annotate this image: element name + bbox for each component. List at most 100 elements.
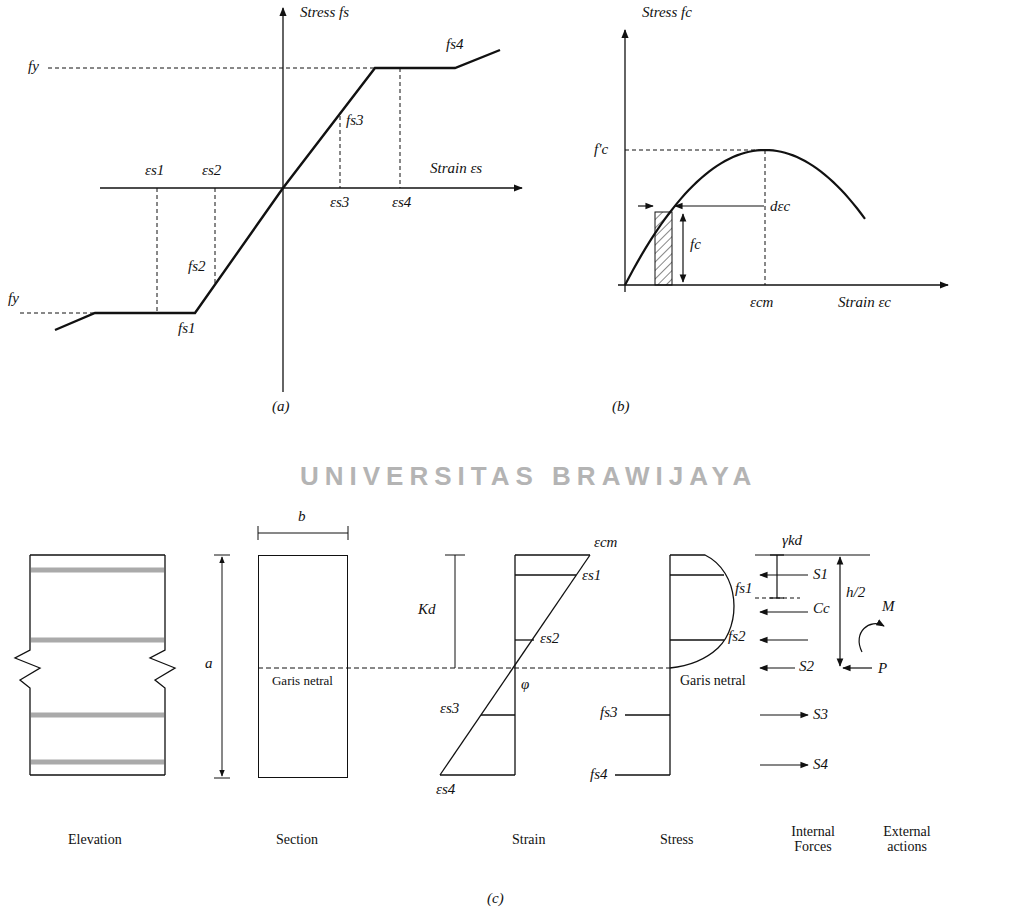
steel-curve [55,50,500,330]
internal-forces [760,611,808,612]
stress-label: fs2 [728,628,746,645]
stress-label: fs1 [735,580,753,597]
dimension-label: a [205,655,213,672]
stress-diagram [625,714,670,715]
dimension-label: b [298,508,306,525]
reinforcement-bar [31,760,164,765]
elevation-outline [30,554,165,555]
stress-label: fc [690,236,701,253]
stress-arrows [638,206,764,282]
concrete-dashes [625,150,765,151]
steel-curve [55,50,500,330]
dimension-label: Kd [418,601,436,618]
caption: Internal Forces [778,824,848,855]
internal-forces [760,574,808,575]
force-label: S3 [813,706,828,723]
reinforcement-bar [31,638,164,643]
strain-diagram [440,555,590,775]
concrete-axes [624,30,625,292]
concrete-curve [625,150,865,285]
axis-label: Strain εs [430,160,482,177]
steel-axes [100,187,522,188]
elevation-outline [150,555,175,775]
concrete-dashes [765,150,766,285]
steel-axes [282,8,283,392]
strain-label: εcm [750,294,773,311]
neutral-axis [258,668,670,669]
elevation-outline [30,774,165,775]
strain-label: εs1 [582,567,601,584]
dimension-lines [455,555,456,668]
stress-arrows [675,205,764,206]
stress-arrows [638,205,653,206]
axis-label: Strain εc [838,294,891,311]
strain-label: dεc [770,198,790,215]
stress-arrows [682,214,683,282]
moment-label: M [882,598,895,615]
stress-label: f'c [594,141,608,158]
reinforcement-bar [31,713,164,718]
internal-forces [770,597,784,598]
internal-forces [755,597,800,598]
dimension-lines [258,533,348,534]
stress-diagram [615,774,670,775]
axis-label: Stress fc [642,4,692,21]
caption: Strain [512,832,545,847]
stress-label: fs4 [446,36,464,53]
watermark: UNIVERSITAS BRAWIJAYA [300,462,757,491]
neutral-axis-label: Garis netral [259,673,346,689]
stress-label: fy [8,290,19,307]
concrete-dashes [625,150,765,285]
internal-forces [755,554,870,555]
stress-label: fs3 [346,112,364,129]
axis-label: Stress fs [300,4,349,21]
strain-diagram [515,639,534,640]
internal-forces [760,639,808,640]
strain-label: εs3 [330,194,349,211]
strain-diagram [440,555,590,775]
dimension-lines [222,557,223,776]
figure-label: (c) [487,890,504,907]
reinforcement-bar [31,570,164,762]
strain-label: εs1 [145,162,164,179]
force-label: P [878,660,887,677]
hatched-strip [655,212,672,285]
strain-label: εs4 [392,194,411,211]
force-label: S2 [799,658,814,675]
strain-label: εs2 [202,162,221,179]
caption: Stress [660,832,693,847]
steel-dashes [215,188,216,285]
strain-diagram [440,774,515,775]
strain-label: εs3 [440,700,459,717]
steel-dashes [48,68,375,69]
steel-dashes [20,313,95,314]
stress-label: fs1 [178,320,196,337]
internal-forces [760,714,808,715]
concrete-axes [618,30,948,292]
force-label: S4 [813,756,828,773]
stress-label: fs4 [590,766,608,783]
strain-label: εcm [594,534,617,551]
stress-label: fy [28,58,39,75]
strain-diagram [515,574,576,575]
caption: External actions [872,824,942,855]
steel-dashes [340,116,341,188]
internal-forces [755,555,884,765]
strain-diagram [515,554,590,555]
dimension-lines [214,555,230,556]
steel-dashes [20,68,400,313]
caption: Section [276,832,318,847]
neutral-axis-label: Garis netral [680,673,746,688]
force-label: Cc [813,600,830,617]
stress-label: fs2 [188,258,206,275]
internal-forces [843,667,872,668]
stress-diagram [615,555,734,775]
figure-label: (a) [272,398,290,415]
internal-forces [776,555,777,598]
dimension-label: γkd [782,532,802,549]
elevation-outline [15,555,40,775]
steel-dashes [400,68,401,188]
stress-diagram [670,639,724,640]
section-box: Garis netral [258,555,348,778]
stress-diagram [669,555,670,775]
